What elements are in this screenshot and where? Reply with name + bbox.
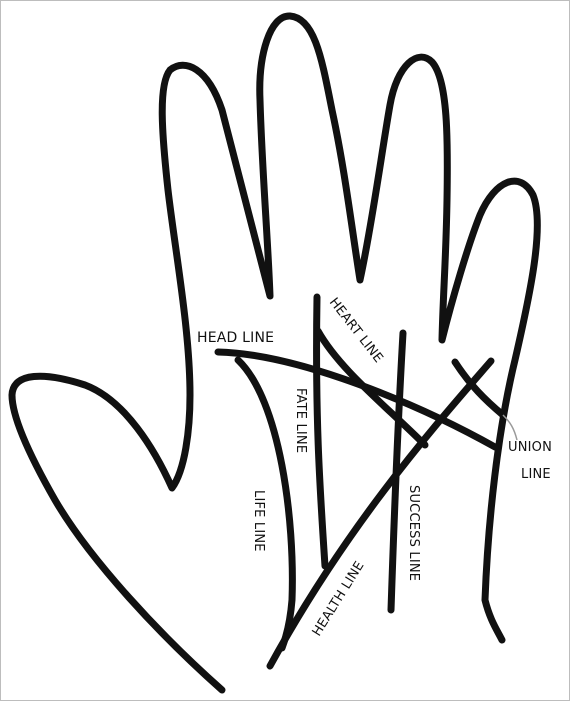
- union-line-label-1: UNION: [508, 440, 552, 455]
- fate-line-label: FATE LINE: [293, 388, 308, 453]
- union-line-label-2: LINE: [521, 467, 551, 482]
- life-line-label: LIFE LINE: [251, 490, 266, 552]
- head-line-label: HEAD LINE: [197, 330, 274, 346]
- hand-outline: [12, 16, 537, 690]
- success-line-label: SUCCESS LINE: [406, 485, 421, 581]
- health-line-label: HEALTH LINE: [310, 559, 368, 639]
